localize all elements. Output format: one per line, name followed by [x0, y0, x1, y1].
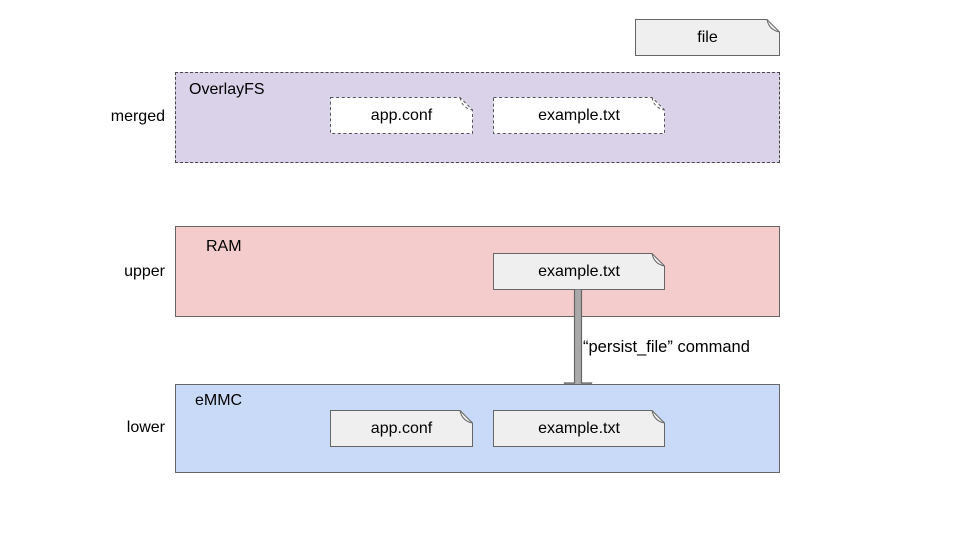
layer-title-ram: RAM [206, 238, 242, 255]
legend-file-shape: file [635, 19, 780, 56]
file-label: example.txt [538, 106, 620, 124]
file-outline-icon [493, 97, 665, 134]
persist-command-label: “persist_file” command [583, 338, 750, 356]
row-label-lower: lower [126, 419, 165, 436]
file-label: example.txt [538, 262, 620, 280]
file-shape-emmc-appconf: app.conf [330, 410, 473, 447]
file-outline-icon [493, 410, 665, 447]
file-outline-icon [493, 253, 665, 290]
file-label: app.conf [370, 419, 433, 437]
file-outline-icon [330, 97, 473, 134]
layer-box-ram: RAM example.txt [175, 226, 780, 317]
row-label-merged: merged [110, 108, 165, 125]
layer-box-overlayfs: OverlayFS app.conf example.txt [175, 72, 780, 163]
layer-title-emmc: eMMC [195, 392, 243, 409]
layer-box-emmc: eMMC app.conf example.txt [175, 384, 780, 473]
row-label-upper: upper [124, 263, 165, 280]
file-shape-merged-appconf: app.conf [330, 97, 473, 134]
legend-file-label: file [697, 28, 718, 46]
file-shape-ram-exampletxt: example.txt [493, 253, 665, 290]
file-label: app.conf [370, 106, 433, 124]
file-shape-emmc-exampletxt: example.txt [493, 410, 665, 447]
file-label: example.txt [538, 419, 620, 437]
file-outline-icon [635, 19, 780, 56]
file-shape-merged-exampletxt: example.txt [493, 97, 665, 134]
file-outline-icon [330, 410, 473, 447]
layer-title-overlayfs: OverlayFS [189, 81, 265, 98]
